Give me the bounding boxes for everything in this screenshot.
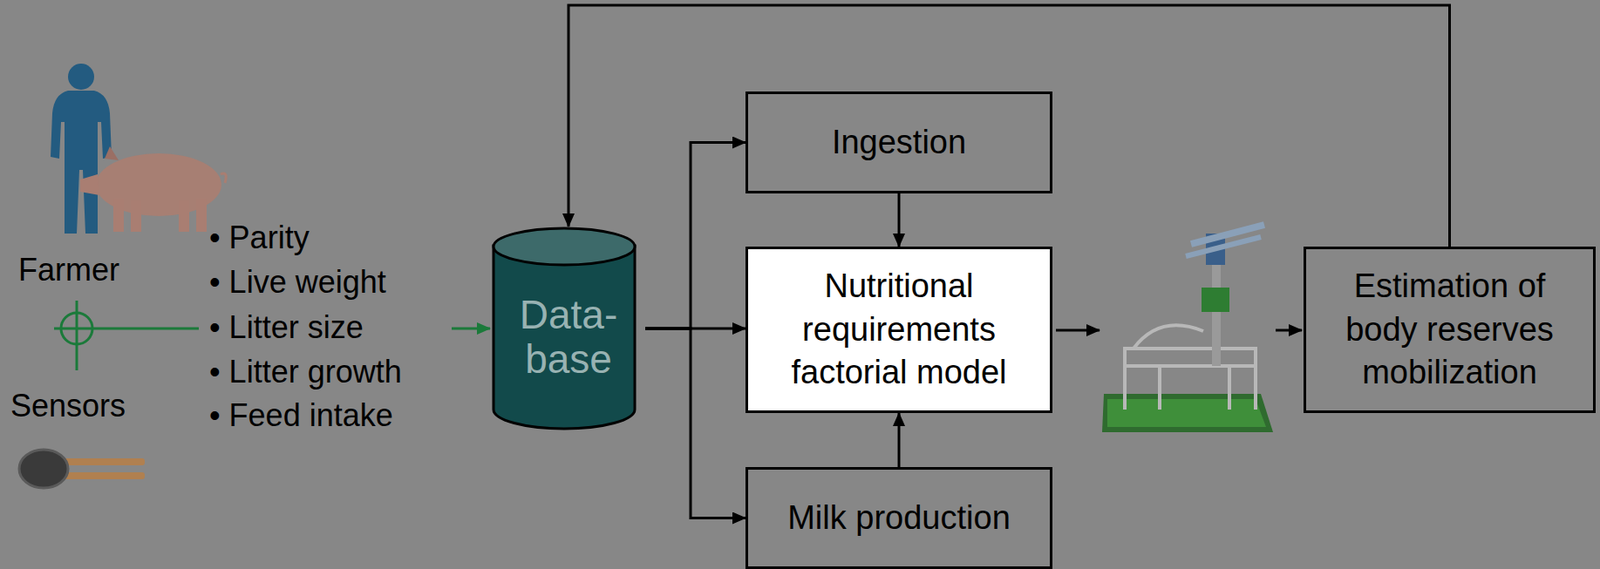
process-box: Milk production — [745, 467, 1053, 569]
flow-arrow — [645, 328, 746, 519]
node-text: Ingestion — [831, 121, 967, 164]
process-box: Ingestion — [745, 91, 1053, 194]
input-arrow — [451, 327, 491, 331]
data-item: • Parity — [209, 218, 310, 257]
farmer-pig-illustration — [50, 63, 226, 234]
actor-label: Sensors — [10, 387, 126, 425]
sensor-crosshair — [54, 300, 199, 371]
sensor-picture — [19, 449, 145, 489]
flow-arrow — [645, 142, 746, 330]
output-arrow — [1055, 329, 1100, 333]
output-arrow — [1275, 329, 1302, 333]
data-item: • Litter growth — [209, 353, 402, 391]
flow-arrow — [898, 193, 901, 247]
feeder-robot-picture — [1102, 224, 1274, 433]
node-text: Nutritional requirements factorial model — [765, 265, 1033, 395]
node-text: Estimation of body reserves mobilization — [1323, 265, 1576, 395]
data-item: • Live weight — [209, 263, 387, 301]
data-item: • Feed intake — [209, 396, 394, 435]
node-text: Milk production — [787, 497, 1011, 540]
node-text: Data- base — [500, 292, 637, 382]
model-box: Nutritional requirements factorial model — [745, 246, 1053, 414]
database-cylinder: Data- base — [491, 226, 646, 431]
data-item: • Litter size — [209, 308, 364, 347]
flow-arrow — [568, 5, 1451, 247]
process-box: Estimation of body reserves mobilization — [1303, 246, 1596, 414]
actor-label: Farmer — [18, 251, 120, 289]
flow-arrow — [898, 413, 901, 468]
